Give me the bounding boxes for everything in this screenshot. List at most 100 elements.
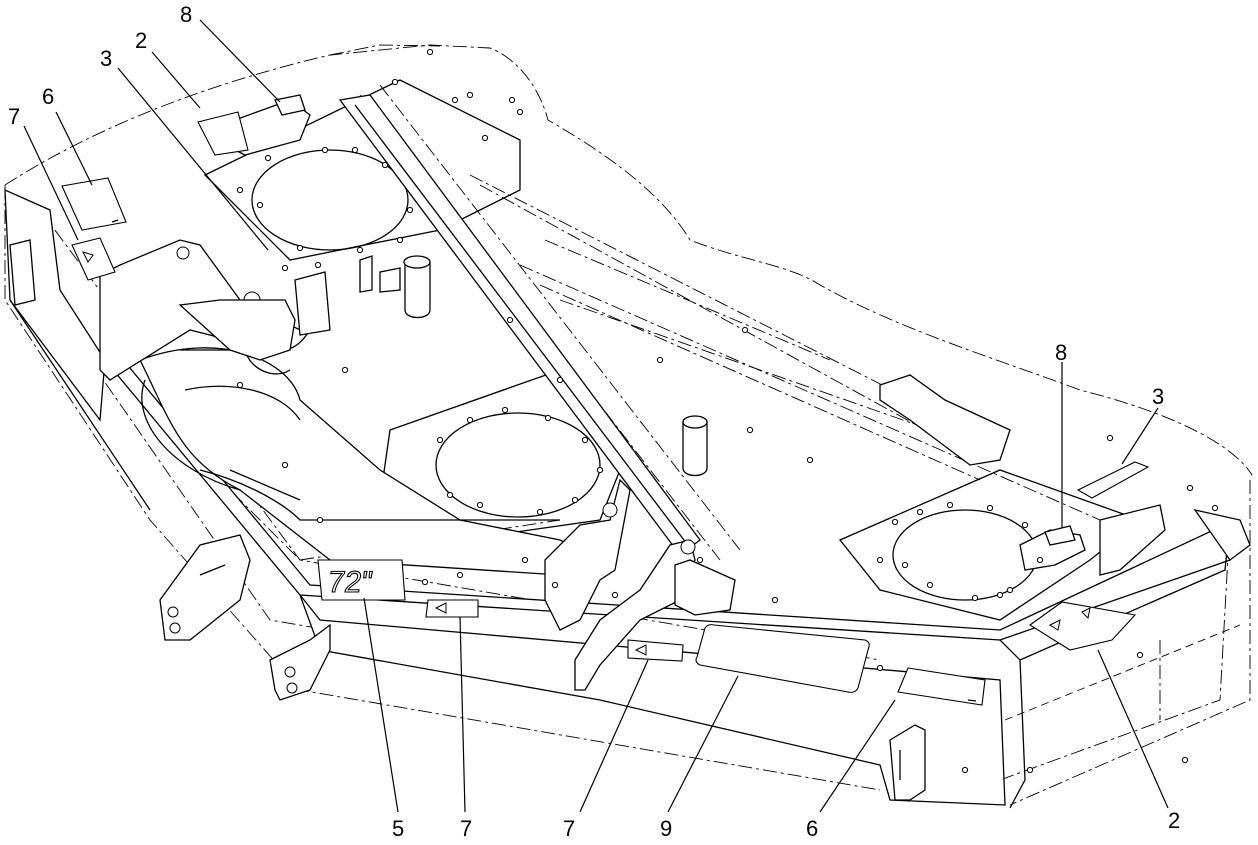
mounting-hole — [926, 581, 934, 589]
decal-9 — [695, 624, 870, 693]
mounting-hole — [996, 591, 1004, 599]
mounting-hole — [451, 96, 459, 104]
callout-6-front-right: 6 — [806, 816, 818, 841]
mounting-hole — [314, 261, 322, 269]
mounting-hole — [426, 48, 434, 56]
mounting-hole — [806, 456, 814, 464]
decal-5-text: 72" — [326, 566, 375, 599]
mounting-hole — [1026, 766, 1034, 774]
mounting-hole — [508, 96, 516, 104]
decal-6-front-right — [897, 667, 986, 706]
callout-2-rear: 2 — [135, 28, 147, 53]
mounting-hole — [1181, 756, 1189, 764]
mounting-hole — [406, 206, 414, 214]
decal-7-left — [71, 237, 116, 281]
callout-6-left: 6 — [42, 84, 54, 109]
mounting-hole — [321, 146, 329, 154]
mounting-hole — [961, 766, 969, 774]
mounting-hole — [296, 244, 304, 252]
left-spindle-opening — [251, 149, 409, 251]
mounting-hole — [946, 501, 954, 509]
mounting-hole — [264, 154, 272, 162]
mounting-hole — [556, 376, 564, 384]
callout-5: 5 — [392, 816, 404, 841]
mounting-hole — [281, 264, 289, 272]
mounting-holes — [236, 48, 1219, 774]
mounting-hole — [476, 501, 484, 509]
mounting-hole — [771, 596, 779, 604]
mounting-hole — [1006, 586, 1014, 594]
mounting-hole — [1036, 556, 1044, 564]
mounting-hole — [466, 416, 474, 424]
mounting-hole — [696, 556, 704, 564]
mounting-hole — [1136, 651, 1144, 659]
decal-7-front-left — [425, 599, 479, 618]
mounting-hole — [596, 466, 604, 474]
decal-2-rear — [197, 111, 249, 156]
mounting-hole — [1186, 484, 1194, 492]
mounting-hole — [746, 426, 754, 434]
right-spindle-opening — [892, 509, 1038, 601]
decal-5-deck-size — [317, 559, 406, 601]
belt-cover-mount-left — [234, 94, 1086, 571]
spindle-housings — [203, 79, 1142, 621]
mounting-hole — [351, 146, 359, 154]
mounting-hole — [316, 516, 324, 524]
mounting-hole — [436, 436, 444, 444]
callout-2-right: 2 — [1168, 808, 1180, 833]
mounting-hole — [466, 91, 474, 99]
center-spindle-opening — [435, 412, 601, 518]
callout-7-left: 7 — [8, 104, 20, 129]
mounting-hole — [236, 186, 244, 194]
decal-6-left — [61, 177, 127, 231]
mounting-hole — [1106, 434, 1114, 442]
mounting-hole — [571, 496, 579, 504]
mounting-hole — [521, 556, 529, 564]
mounting-hole — [581, 436, 589, 444]
mounting-hole — [916, 508, 924, 516]
callout-7-front-left: 7 — [460, 816, 472, 841]
mounting-hole — [741, 326, 749, 334]
mounting-hole — [506, 316, 514, 324]
mounting-hole — [544, 414, 552, 422]
decal-2-right — [1029, 601, 1137, 651]
pivot-pins — [359, 255, 708, 477]
mounting-hole — [456, 571, 464, 579]
mounting-hole — [551, 581, 559, 589]
mounting-hole — [536, 508, 544, 516]
mounting-hole — [391, 78, 399, 86]
decal-3-right — [1076, 461, 1150, 499]
mounting-hole — [891, 518, 899, 526]
mounting-hole — [381, 161, 389, 169]
mounting-hole — [341, 366, 349, 374]
mounting-hole — [876, 664, 884, 672]
callout-7-front-center: 7 — [563, 816, 575, 841]
mounting-hole — [901, 561, 909, 569]
mounting-hole — [876, 556, 884, 564]
mounting-hole — [611, 591, 619, 599]
mounting-hole — [236, 381, 244, 389]
mounting-hole — [421, 578, 429, 586]
mounting-hole — [356, 246, 364, 254]
callout-9: 9 — [660, 816, 672, 841]
mounting-hole — [1021, 521, 1029, 529]
leader-lines — [23, 19, 1169, 813]
lift-brackets — [9, 239, 1251, 801]
mounting-hole — [446, 491, 454, 499]
mounting-hole — [986, 504, 994, 512]
callout-3-right: 3 — [1152, 384, 1164, 409]
decal-7-front-center — [627, 639, 684, 662]
mounting-hole — [481, 134, 489, 142]
mounting-hole — [1211, 504, 1219, 512]
mounting-hole — [501, 406, 509, 414]
decals: 72" — [61, 111, 1150, 706]
callout-labels: 8 2 3 6 7 8 3 5 7 7 9 6 2 — [8, 2, 1180, 841]
mounting-hole — [516, 108, 524, 116]
mounting-hole — [971, 594, 979, 602]
mounting-hole — [281, 461, 289, 469]
callout-3-rear: 3 — [100, 46, 112, 71]
callout-8-rear: 8 — [180, 2, 192, 27]
mounting-hole — [256, 201, 264, 209]
mounting-hole — [656, 356, 664, 364]
